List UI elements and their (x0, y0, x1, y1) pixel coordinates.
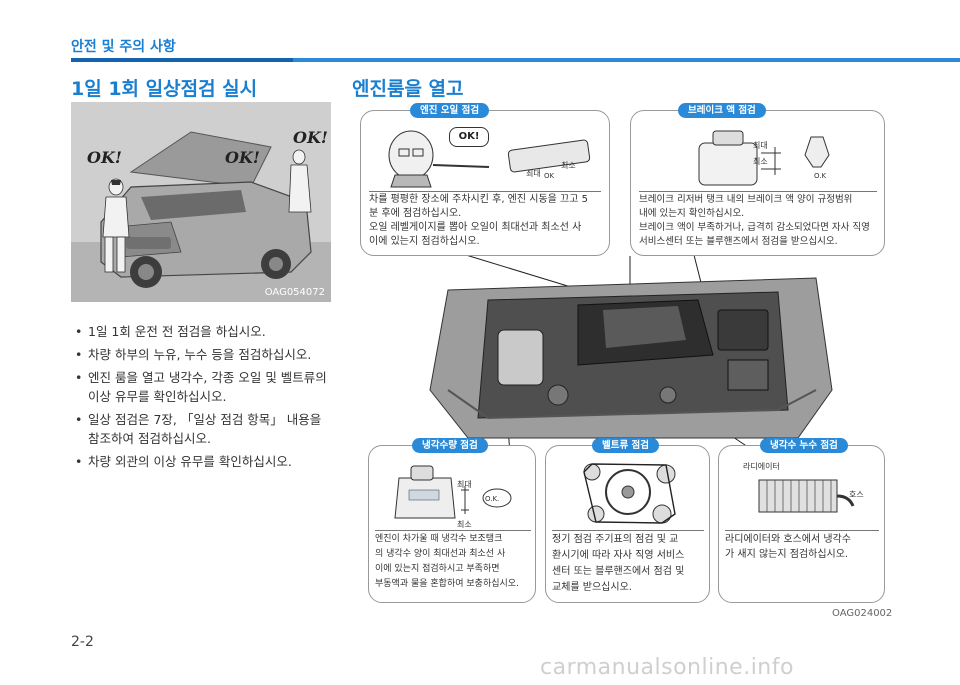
divider (375, 530, 531, 531)
radiator-illustration (758, 479, 855, 513)
coolant-max-label: 최대 (457, 480, 472, 489)
bullet-item: 차량 하부의 누유, 누수 등을 점검하십시오. (74, 345, 336, 364)
photo-code: OAG054072 (264, 287, 325, 298)
brake-fluid-label: 브레이크 액 점검 (678, 103, 766, 118)
bullet-item: 1일 1회 운전 전 점검을 하십시오. (74, 322, 336, 341)
ok-bubble: OK! (449, 127, 489, 147)
belt-description: 정기 점검 주기표의 점검 및 교 환시기에 따라 자사 직영 서비스 센터 또… (552, 534, 685, 593)
belt-label: 벨트류 점검 (592, 438, 660, 453)
figure-code: OAG024002 (832, 608, 893, 619)
hose-label: 호스 (849, 490, 864, 499)
engine-oil-label: 엔진 오일 점검 (410, 103, 490, 118)
car-inspection-photo: OK! OK! OK! OAG054072 (71, 102, 331, 302)
header-rule (71, 58, 960, 62)
bullet-item: 일상 점검은 7장, 「일상 점검 항목」 내용을 참조하여 점검하십시오. (74, 410, 336, 448)
coolant-level-card: 최대 최소 O.K. 엔진이 차가울 때 냉각수 보조탱크 의 냉각수 양이 최… (368, 445, 536, 603)
engine-oil-card: OK! 최대 최소 OK 차를 평평한 장소에 주차시킨 후, 엔진 시동을 끄… (360, 110, 610, 256)
coolant-level-description: 엔진이 차가울 때 냉각수 보조탱크 의 냉각수 양이 최대선과 최소선 사 이… (375, 534, 519, 589)
engine-bay-illustration (429, 277, 833, 439)
ok-label: OK! (225, 148, 260, 167)
engine-oil-illustration (388, 130, 591, 188)
left-title: 1일 1회 일상점검 실시 (71, 78, 258, 100)
bullet-item: 차량 외관의 이상 유무를 확인하십시오. (74, 452, 336, 471)
section-header: 안전 및 주의 사항 (71, 39, 176, 55)
right-title: 엔진룸을 열고 (352, 78, 464, 100)
divider (639, 191, 877, 192)
gauge-ok-label: OK (544, 172, 555, 180)
ok-label: OK! (87, 148, 122, 167)
ok-label: OK! (293, 128, 328, 147)
belt-card: 정기 점검 주기표의 점검 및 교 환시기에 따라 자사 직영 서비스 센터 또… (545, 445, 710, 603)
header-rule-accent (71, 58, 293, 62)
coolant-tank-illustration (394, 465, 512, 519)
bullet-item: 엔진 룸을 열고 냉각수, 각종 오일 및 벨트류의 이상 유무를 확인하십시오… (74, 368, 336, 406)
page-number: 2-2 (71, 634, 94, 650)
coolant-leak-label: 냉각수 누수 점검 (760, 438, 848, 453)
brake-ok-label: O.K (814, 172, 827, 180)
brake-fluid-card: 최대 최소 O.K 브레이크 리저버 탱크 내의 브레이크 액 양이 규정범위 … (630, 110, 885, 256)
car-illustration (71, 102, 331, 302)
belt-illustration (583, 463, 676, 524)
divider (725, 530, 879, 531)
gauge-min-label: 최소 (561, 161, 576, 170)
coolant-min-label: 최소 (457, 520, 472, 529)
divider (552, 530, 704, 531)
divider (369, 191, 601, 192)
brake-max-label: 최대 (753, 141, 768, 150)
brake-reservoir-illustration (698, 130, 830, 186)
radiator-label: 라디에이터 (743, 462, 780, 471)
coolant-ok-label: O.K. (485, 495, 500, 503)
coolant-level-label: 냉각수량 점검 (412, 438, 488, 453)
brake-min-label: 최소 (753, 157, 768, 166)
engine-oil-description: 차를 평평한 장소에 주차시킨 후, 엔진 시동을 끄고 5 분 후에 점검하십… (369, 194, 588, 247)
inspection-bullet-list: 1일 1회 운전 전 점검을 하십시오. 차량 하부의 누유, 누수 등을 점검… (74, 322, 336, 475)
coolant-leak-description: 라디에이터와 호스에서 냉각수 가 새지 않는지 점검하십시오. (725, 534, 851, 560)
coolant-leak-card: 라디에이터 호스 라디에이터와 호스에서 냉각수 가 새지 않는지 점검하십시오… (718, 445, 885, 603)
watermark: carmanualsonline.info (540, 655, 794, 680)
gauge-max-label: 최대 (526, 169, 541, 178)
brake-fluid-description: 브레이크 리저버 탱크 내의 브레이크 액 양이 규정범위 내에 있는지 확인하… (639, 194, 870, 247)
